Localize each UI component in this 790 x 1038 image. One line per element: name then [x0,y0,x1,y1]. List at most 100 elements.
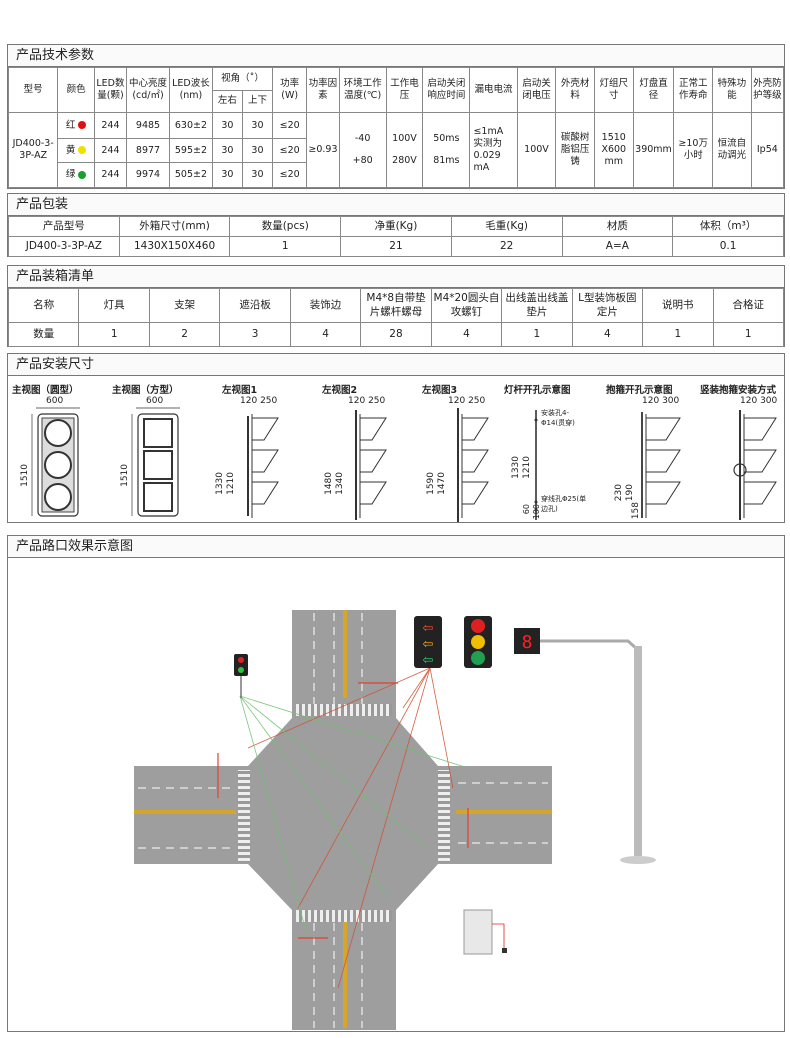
cell-color-red: 红 [57,112,95,139]
cell-color-yellow: 黄 [57,137,95,164]
hdr-lr: 左右 [211,89,243,114]
packing-value: 1 [712,322,785,347]
hole-label-cable: 穿线孔Φ25(单边孔) [541,495,587,513]
hdr-voltage: 工作电压 [385,66,424,114]
package-value: A=A [561,236,674,257]
install-drawings: 主视图（圆型） 主视图（方型） 左视图1 左视图2 左视图3 灯杆开孔示意图 抱… [8,376,784,522]
cell-power: ≤20 [271,162,308,188]
view-title-clamp-hole: 抱箍开孔示意图 [606,385,673,396]
left-view2-drawing [355,410,387,520]
packing-header: 装饰边 [289,288,362,323]
cell-temp: -40+80 [338,112,387,188]
hdr-temp: 环境工作温度(℃) [338,66,387,114]
packing-header: 灯具 [78,288,150,323]
packing-header: 名称 [7,288,80,323]
arrow-signal: ⇦ ⇦ ⇦ [414,616,442,668]
packing-header: 支架 [148,288,221,323]
front-round-drawing [31,407,80,517]
cell-model: JD400-3-3P-AZ [7,112,59,188]
hdr-close-v: 启动关闭电压 [516,66,557,114]
cell-wave: 595±2 [168,137,213,164]
hdr-wavelength: LED波长(nm) [168,66,213,114]
cell-ip: Ip54 [750,112,785,188]
view-title-front-square: 主视图（方型） [112,385,179,396]
intersection-title: 产品路口效果示意图 [8,536,784,558]
packing-value: 3 [219,322,291,347]
view-title-front-round: 主视图（圆型） [12,385,79,396]
package-section: 产品包装 产品型号 外箱尺寸(mm) 数量(pcs) 净重(Kg) 毛重(Kg)… [7,193,785,257]
package-header: 数量(pcs) [229,216,342,237]
packing-value: 2 [148,322,221,347]
hdr-disc: 灯盘直径 [632,66,675,114]
cell-lr: 30 [211,137,243,164]
view-title-left2: 左视图2 [322,385,358,396]
dim-height-a: 1330 [215,472,225,495]
hdr-ip: 外壳防护等级 [750,66,785,114]
package-header: 材质 [561,216,674,237]
install-section: 产品安装尺寸 主视图（圆型） 主视图（方型） 左视图1 左视图2 左视图3 灯杆… [7,353,785,523]
hdr-lamp-size: 灯组尺寸 [593,66,634,114]
packing-header: 遮沿板 [219,288,291,323]
packing-header: 出线盖出线盖垫片 [501,288,573,323]
package-value: 1 [229,236,342,257]
dim-width: 600 [146,396,164,406]
package-header: 体积（m³） [672,216,784,237]
hdr-led: LED数量(颗) [93,66,128,114]
cell-wave: 630±2 [168,112,213,139]
pole-hole-drawing [534,410,538,520]
cell-led: 244 [93,112,128,139]
pedestrian-signal [234,654,248,676]
left-view3-drawing [457,408,489,522]
view-title-left1: 左视图1 [222,385,258,396]
hdr-power-factor: 功率因素 [306,66,340,114]
intersection-drawing: ⇦ ⇦ ⇦ 8 [134,610,656,1030]
cell-power: ≤20 [271,137,308,164]
hdr-model: 型号 [7,66,59,114]
hole-label-mount: 安装孔4-Φ14(贯穿) [541,409,575,427]
cell-life: ≥10万小时 [673,112,714,188]
vertical-clamp-drawing [733,410,777,520]
packing-value: 4 [430,322,503,347]
cell-leak: ≤1mA 实测为0.029 mA [469,112,518,188]
packing-section: 产品装箱清单 名称 灯具 支架 遮沿板 装饰边 M4*8自带垫片螺杆螺母 M4*… [7,265,785,347]
red-dot-icon [78,121,87,129]
dim-depth: 120 250 [448,396,486,406]
dim-190: 190 [625,484,635,502]
countdown-display: 8 [514,628,540,654]
package-table: 产品型号 外箱尺寸(mm) 数量(pcs) 净重(Kg) 毛重(Kg) 材质 体… [8,216,784,257]
dim-230: 230 [614,484,624,502]
front-square-drawing [131,407,180,517]
svg-text:⇦: ⇦ [423,637,434,652]
control-cabinet [463,909,493,955]
cell-disc: 390mm [632,112,675,188]
dim-height-a: 1590 [426,472,436,495]
cell-led: 244 [93,137,128,164]
packing-header: M4*20圆头自攻螺钉 [430,288,503,323]
package-title: 产品包装 [8,194,784,216]
packing-header: L型装饰板固定片 [571,288,644,323]
cell-lr: 30 [211,162,243,188]
packing-value: 1 [501,322,573,347]
cell-bright: 8977 [126,137,170,164]
hdr-power: 功率(W) [271,66,308,114]
cell-ud: 30 [241,162,274,188]
hdr-brightness: 中心亮度(cd/㎡) [126,66,170,114]
package-value: 22 [450,236,563,257]
left-view1-drawing [247,414,279,518]
package-value: JD400-3-3P-AZ [8,236,120,257]
cell-bright: 9485 [126,112,170,139]
clamp-hole-drawing [641,412,681,518]
package-value: 21 [340,236,452,257]
cell-ud: 30 [241,137,274,164]
dim-depth: 120 300 [642,396,680,406]
hdr-ud: 上下 [241,89,274,114]
hdr-life: 正常工作寿命 [673,66,714,114]
cell-shell: 碳酸树脂铝压铸 [555,112,595,188]
package-header: 产品型号 [8,216,120,237]
package-header: 净重(Kg) [340,216,452,237]
dim-depth: 120 300 [740,396,778,406]
cell-lamp-size: 1510 X600 mm [593,112,634,188]
package-header: 外箱尺寸(mm) [118,216,231,237]
